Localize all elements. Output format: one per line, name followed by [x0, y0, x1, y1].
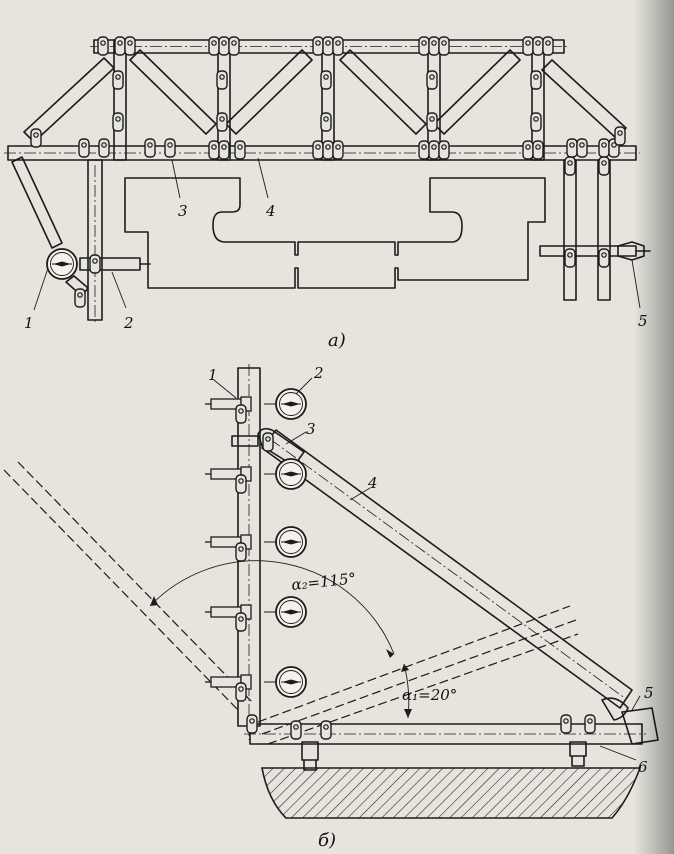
- label-b-6: 6: [638, 758, 648, 776]
- label-a-1: 1: [24, 314, 34, 332]
- label-b-1: 1: [208, 366, 218, 384]
- label-a-5: 5: [638, 312, 648, 330]
- left-support: [11, 156, 151, 325]
- label-b-4: 4: [367, 474, 378, 492]
- leader-lines-b: [213, 377, 641, 761]
- label-a-2: 2: [123, 314, 134, 332]
- specimen-outline: [124, 177, 546, 289]
- angle-1-label: α₁=20°: [402, 686, 457, 704]
- angle-arcs: [149, 560, 412, 719]
- angle-2-label: α₂=115°: [291, 569, 357, 594]
- dial-gauge-2-icon: [275, 388, 307, 420]
- hatched-base: [261, 767, 642, 819]
- label-a-3: 3: [178, 202, 188, 220]
- label-b-5: 5: [644, 684, 654, 702]
- truss-clamps: [30, 36, 626, 160]
- dial-gauge-1-icon: [46, 248, 78, 280]
- right-support: [539, 156, 651, 301]
- label-b-3: 3: [306, 420, 316, 438]
- label-a-4: 4: [265, 202, 276, 220]
- caption-b: б): [318, 830, 336, 851]
- figure-b: 1 2 3 4 5 6 α₂=115° α₁=20° б): [3, 364, 659, 851]
- indicator-stack: [204, 388, 307, 702]
- label-b-2: 2: [313, 364, 324, 382]
- caption-a: a): [328, 330, 346, 351]
- base-clamps: [246, 714, 596, 771]
- leader-lines-a: [33, 157, 641, 311]
- figure-a: 1 2 3 4 5 a): [4, 36, 651, 351]
